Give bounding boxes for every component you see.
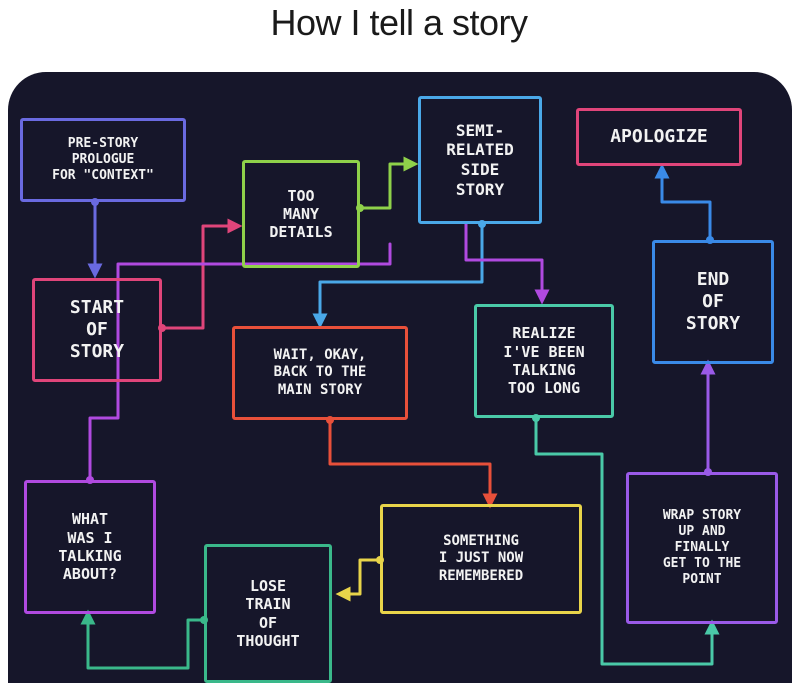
node-semi-label: SEMI- RELATED SIDE STORY bbox=[446, 120, 514, 199]
node-wait-okay-back: WAIT, OKAY, BACK TO THE MAIN STORY bbox=[232, 326, 408, 420]
wire-something-lose bbox=[335, 558, 382, 602]
node-wrap-story-up: WRAP STORY UP AND FINALLY GET TO THE POI… bbox=[626, 472, 778, 624]
node-wait-label: WAIT, OKAY, BACK TO THE MAIN STORY bbox=[273, 347, 367, 398]
node-lose-label: LOSE TRAIN OF THOUGHT bbox=[236, 576, 300, 650]
flowchart-board: PRE-STORY PROLOGUE FOR "CONTEXT" START O… bbox=[8, 72, 792, 683]
node-realize-label: REALIZE I'VE BEEN TALKING TOO LONG bbox=[503, 324, 585, 398]
wire-lose-what bbox=[80, 609, 206, 670]
wire-wait-something bbox=[328, 418, 498, 509]
node-semi-related-side-story: SEMI- RELATED SIDE STORY bbox=[418, 96, 542, 224]
node-apologize-label: APOLOGIZE bbox=[610, 126, 708, 148]
node-what-label: WHAT WAS I TALKING ABOUT? bbox=[58, 510, 122, 584]
node-too-many-details: TOO MANY DETAILS bbox=[242, 160, 360, 268]
node-realize-talking-too-long: REALIZE I'VE BEEN TALKING TOO LONG bbox=[474, 304, 614, 418]
wire-toomany-semi bbox=[358, 156, 419, 210]
node-start-label: START OF STORY bbox=[69, 297, 125, 362]
wire-what-wait bbox=[88, 242, 392, 482]
page-title: How I tell a story bbox=[270, 2, 528, 43]
wire-end-apologize bbox=[654, 163, 712, 242]
node-something-just-remembered: SOMETHING I JUST NOW REMEMBERED bbox=[380, 504, 582, 614]
node-lose-train-of-thought: LOSE TRAIN OF THOUGHT bbox=[204, 544, 332, 683]
node-apologize: APOLOGIZE bbox=[576, 108, 742, 166]
node-something-label: SOMETHING I JUST NOW REMEMBERED bbox=[438, 533, 524, 584]
node-pre-story-prologue: PRE-STORY PROLOGUE FOR "CONTEXT" bbox=[20, 118, 186, 202]
node-what-was-i-talking-about: WHAT WAS I TALKING ABOUT? bbox=[24, 480, 156, 614]
wire-semi-wait bbox=[312, 222, 484, 329]
node-end-label: END OF STORY bbox=[685, 269, 741, 334]
node-wrap-label: WRAP STORY UP AND FINALLY GET TO THE POI… bbox=[662, 508, 742, 587]
wire-start-toomany bbox=[160, 218, 243, 330]
wire-semi-realize bbox=[464, 222, 550, 305]
node-end-of-story: END OF STORY bbox=[652, 240, 774, 364]
node-pre-story-label: PRE-STORY PROLOGUE FOR "CONTEXT" bbox=[52, 136, 154, 183]
node-start-of-story: START OF STORY bbox=[32, 278, 162, 382]
node-too-many-label: TOO MANY DETAILS bbox=[269, 186, 333, 242]
wire-realize-wrap bbox=[534, 416, 720, 666]
